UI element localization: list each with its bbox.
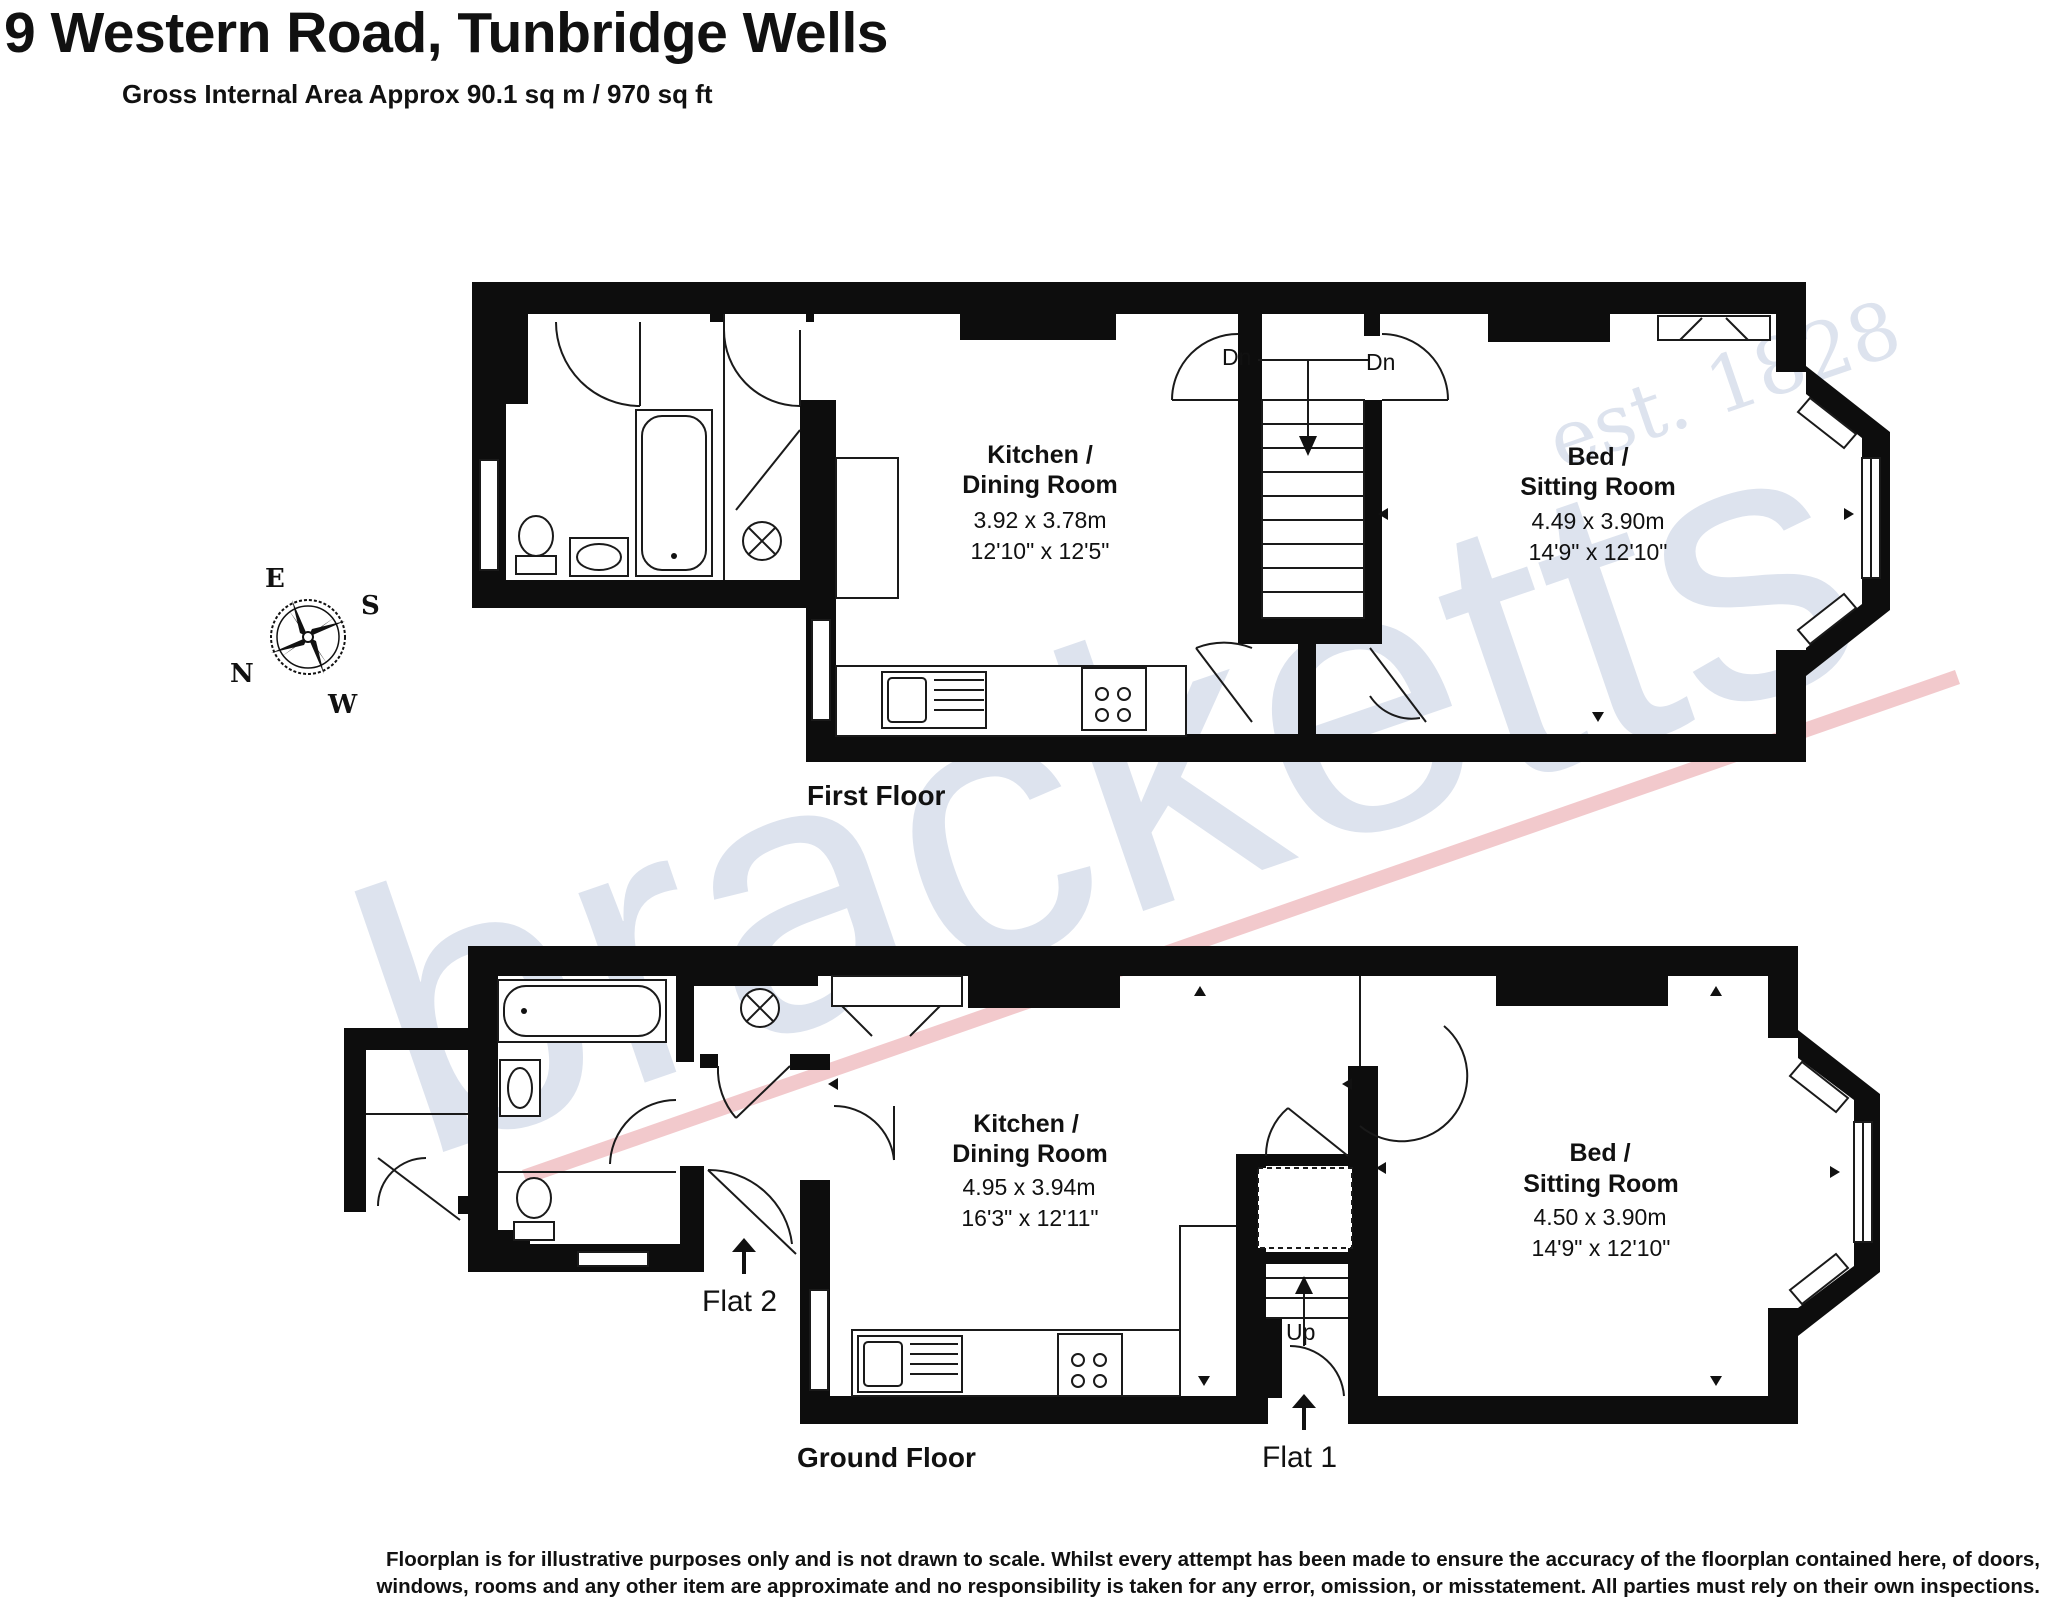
ground-floor-label: Ground Floor	[797, 1442, 976, 1473]
gf-kitchen-name-2: Dining Room	[952, 1140, 1108, 1168]
gf-bedroom-imperial: 14'9" x 12'10"	[1532, 1235, 1671, 1261]
first-floor-stair-left-label: Dn	[1222, 344, 1251, 370]
page-title: 9 Western Road, Tunbridge Wells	[4, 1, 888, 65]
ff-bedroom-imperial: 14'9" x 12'10"	[1529, 539, 1668, 565]
first-floor-label: First Floor	[807, 780, 946, 811]
gf-bedroom-name-2: Sitting Room	[1523, 1170, 1679, 1198]
ff-kitchen-name-1: Kitchen /	[987, 441, 1093, 469]
ff-bedroom-name-1: Bed /	[1567, 443, 1628, 471]
entrance-flat-2-label: Flat 2	[702, 1285, 777, 1318]
ff-kitchen-imperial: 12'10" x 12'5"	[971, 538, 1110, 564]
compass-n-label: N	[230, 659, 254, 689]
compass-w-label: W	[327, 690, 358, 720]
compass-e-label: E	[265, 564, 285, 594]
ground-floor-plan: Up Kitchen / Dining Room 4.95 x 3.94m 16…	[344, 946, 1880, 1474]
ff-kitchen-name-2: Dining Room	[962, 471, 1118, 499]
first-floor-stair-right-label: Dn	[1366, 349, 1395, 375]
gf-bedroom-name-1: Bed /	[1569, 1139, 1630, 1167]
gf-bedroom-metric: 4.50 x 3.90m	[1534, 1204, 1667, 1230]
compass-rose: E S N W	[230, 564, 380, 720]
ff-kitchen-metric: 3.92 x 3.78m	[974, 507, 1107, 533]
disclaimer-line-2: windows, rooms and any other item are ap…	[376, 1575, 2040, 1598]
disclaimer-line-1: Floorplan is for illustrative purposes o…	[385, 1548, 2040, 1571]
compass-s-label: S	[361, 591, 380, 621]
gf-kitchen-name-1: Kitchen /	[973, 1110, 1079, 1138]
ff-bedroom-metric: 4.49 x 3.90m	[1532, 508, 1665, 534]
first-floor-plan: Dn Dn	[472, 282, 1890, 811]
ff-bedroom-name-2: Sitting Room	[1520, 473, 1676, 501]
gf-kitchen-metric: 4.95 x 3.94m	[963, 1174, 1096, 1200]
watermark-stripe	[522, 670, 1960, 1184]
gf-kitchen-imperial: 16'3" x 12'11"	[961, 1205, 1098, 1231]
area-subtitle: Gross Internal Area Approx 90.1 sq m / 9…	[122, 79, 713, 109]
watermark-brand: bracketts	[308, 333, 1904, 1237]
disclaimer: Floorplan is for illustrative purposes o…	[250, 1546, 2040, 1600]
entrance-flat-1-label: Flat 1	[1262, 1441, 1337, 1474]
ground-floor-stair-label: Up	[1286, 1319, 1315, 1345]
